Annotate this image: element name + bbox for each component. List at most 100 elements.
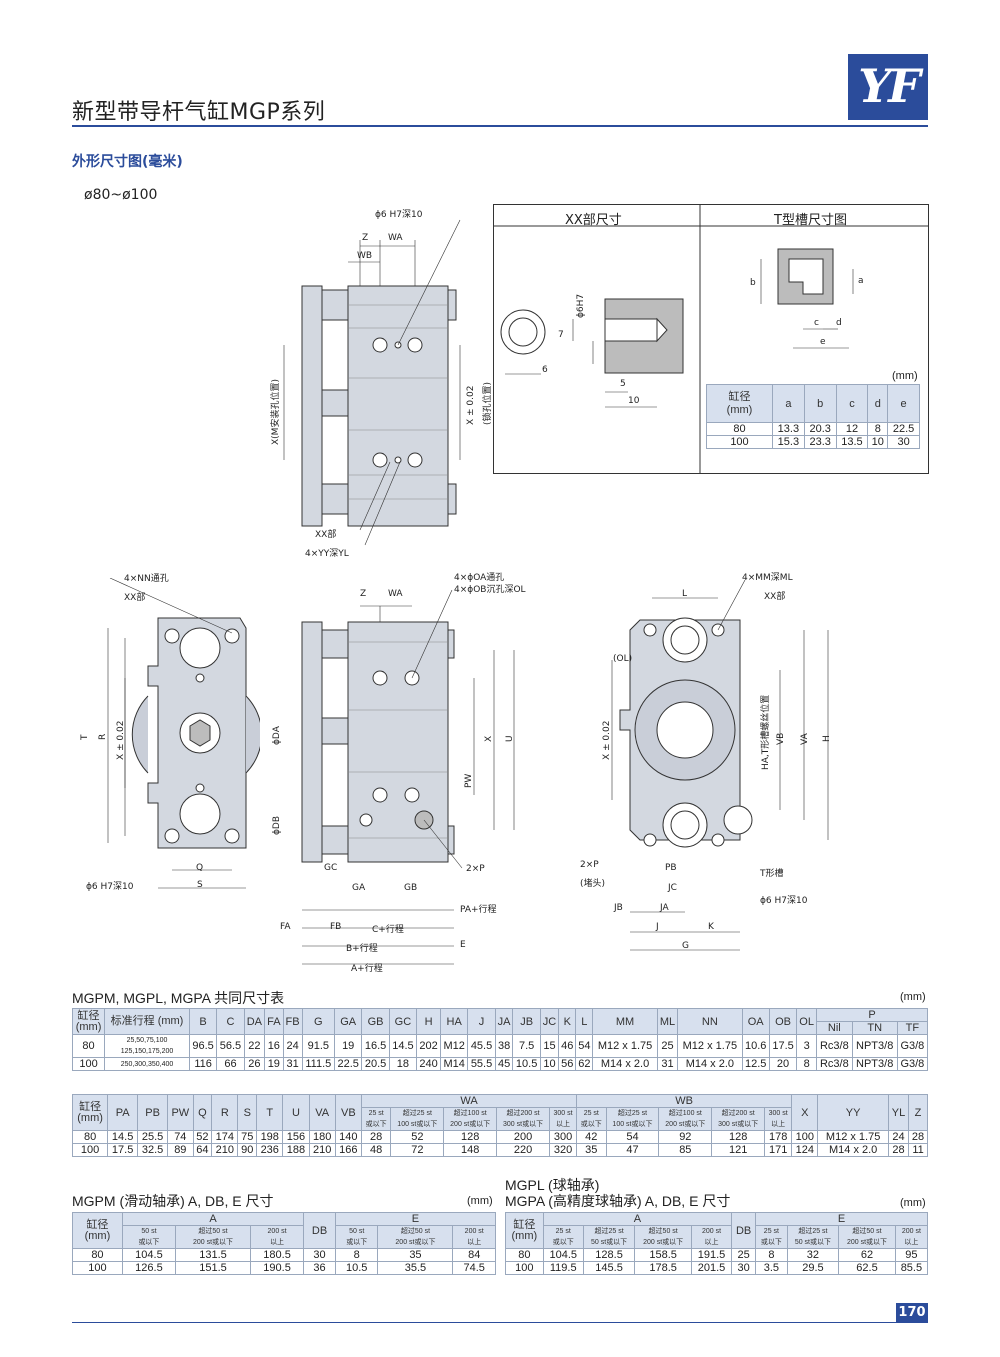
table1-header: OL bbox=[796, 1008, 818, 1035]
table-cell: 17.5 bbox=[107, 1143, 139, 1157]
table-cell: 10.5 bbox=[512, 1057, 541, 1071]
label-z: Z bbox=[362, 233, 369, 243]
table-cell: 45.5 bbox=[467, 1034, 496, 1058]
table-cell: 100 bbox=[72, 1261, 123, 1275]
table4-subheader: 超过50 st 200 st或以下 bbox=[838, 1225, 896, 1249]
label-c: C+行程 bbox=[372, 925, 404, 935]
table-cell: 178.5 bbox=[634, 1261, 692, 1275]
table-cell: 80 bbox=[72, 1248, 123, 1262]
table2-header: YY bbox=[817, 1094, 889, 1131]
tslot-cell: 20.3 bbox=[803, 422, 837, 436]
table-cell: 20 bbox=[768, 1057, 798, 1071]
table-cell: 22 bbox=[243, 1034, 266, 1058]
table1-unit: (mm) bbox=[900, 991, 926, 1003]
table-cell: 24 bbox=[887, 1130, 910, 1144]
label-da: ϕDA bbox=[272, 726, 282, 745]
table1-header: MM bbox=[592, 1008, 658, 1035]
table-cell: 42 bbox=[576, 1130, 607, 1144]
table1-subheader: TF bbox=[896, 1021, 929, 1035]
tslot-head-c: c bbox=[835, 384, 869, 423]
table1-caption: MGPM, MGPL, MGPA 共同尺寸表 bbox=[72, 990, 285, 1006]
tslot-cell: 23.3 bbox=[803, 435, 837, 449]
table-cell: 80 bbox=[71, 1130, 109, 1144]
label-wa: WA bbox=[388, 233, 403, 243]
table1-header: 缸径 (mm) bbox=[71, 1008, 106, 1035]
table-cell: 90 bbox=[237, 1143, 258, 1157]
table-cell: 56 bbox=[558, 1057, 577, 1071]
table-cell: 24 bbox=[282, 1034, 303, 1058]
table-cell: 25 bbox=[731, 1248, 757, 1262]
table2-header: X bbox=[791, 1094, 819, 1131]
table1-header: G bbox=[301, 1008, 336, 1035]
tslot-cell: 13.5 bbox=[835, 435, 869, 449]
table-cell: 198 bbox=[256, 1130, 284, 1144]
label-vb: VB bbox=[776, 732, 786, 745]
table4-subheader: 超过25 st 50 st或以下 bbox=[786, 1225, 840, 1249]
table-cell: 22.5 bbox=[334, 1057, 363, 1071]
table-cell: 8 bbox=[796, 1057, 818, 1071]
table-cell: 191.5 bbox=[690, 1248, 733, 1262]
table1-header: FA bbox=[264, 1008, 284, 1035]
table-cell: 16.5 bbox=[361, 1034, 390, 1058]
table1-header: GC bbox=[388, 1008, 418, 1035]
table-cell: 64 bbox=[192, 1143, 213, 1157]
section-title: 外形尺寸图(毫米) bbox=[72, 154, 183, 170]
table-cell: 128.5 bbox=[582, 1248, 636, 1262]
label-e: E bbox=[460, 940, 466, 950]
table2-subheader: 超过25 st 100 st或以下 bbox=[605, 1107, 660, 1131]
label-oa: 4×ϕOA通孔 bbox=[454, 573, 505, 583]
table2-header: Z bbox=[908, 1094, 928, 1131]
table2-header: 缸径 (mm) bbox=[71, 1094, 109, 1131]
table-cell: 100 bbox=[791, 1130, 819, 1144]
table-cell: 145.5 bbox=[582, 1261, 636, 1275]
tslot-unit: (mm) bbox=[892, 370, 918, 382]
table-cell: 35 bbox=[576, 1143, 607, 1157]
table-cell: 84 bbox=[452, 1248, 496, 1262]
table-cell: M14 x 2.0 bbox=[817, 1143, 889, 1157]
label-pw: PW bbox=[464, 773, 474, 788]
table2-subheader: 超过100 st 200 st或以下 bbox=[443, 1107, 498, 1131]
label-tslot: T形槽 bbox=[760, 869, 784, 879]
table-cell: 52 bbox=[192, 1130, 213, 1144]
label-fb: FB bbox=[330, 922, 342, 932]
label-gc: GC bbox=[324, 863, 338, 873]
table-cell: 92 bbox=[658, 1130, 713, 1144]
label-end-hole: ϕ6 H7深10 bbox=[760, 896, 808, 906]
table2-header: R bbox=[211, 1094, 239, 1131]
table-cell: 190.5 bbox=[249, 1261, 305, 1275]
table-cell: 201.5 bbox=[690, 1261, 733, 1275]
table4-subheader: 25 st 或以下 bbox=[542, 1225, 584, 1249]
table-cell: 52 bbox=[390, 1130, 445, 1144]
table-cell: 35.5 bbox=[377, 1261, 454, 1275]
table-cell: M14 bbox=[440, 1057, 469, 1071]
table-cell: 38 bbox=[494, 1034, 514, 1058]
tslot-head-a: a bbox=[772, 384, 805, 423]
table2-header: Q bbox=[192, 1094, 213, 1131]
table1-header: OB bbox=[768, 1008, 798, 1035]
tslot-cell: 12 bbox=[835, 422, 869, 436]
table-cell: 46 bbox=[558, 1034, 577, 1058]
tslot-cell: 8 bbox=[867, 422, 889, 436]
table3-subheader: 超过50 st 200 st或以下 bbox=[377, 1225, 454, 1249]
table-cell: 156 bbox=[282, 1130, 310, 1144]
table1-header: 标准行程 (mm) bbox=[104, 1008, 190, 1035]
table-cell: 200 bbox=[496, 1130, 550, 1144]
table3-header: A bbox=[121, 1212, 305, 1226]
table1-header: JA bbox=[494, 1008, 514, 1035]
header-rule bbox=[72, 125, 928, 127]
label-2p: 2×P bbox=[466, 864, 485, 874]
table-cell: 8 bbox=[334, 1248, 379, 1262]
label-u: U bbox=[505, 735, 515, 742]
table-cell: 7.5 bbox=[512, 1034, 541, 1058]
table-cell: 210 bbox=[308, 1143, 336, 1157]
label-mm: 4×MM深ML bbox=[742, 573, 793, 583]
table-cell: 236 bbox=[256, 1143, 284, 1157]
table-cell: 36 bbox=[303, 1261, 336, 1275]
table3-subheader: 50 st 或以下 bbox=[334, 1225, 379, 1249]
table2-subheader: 25 st 或以下 bbox=[576, 1107, 607, 1131]
